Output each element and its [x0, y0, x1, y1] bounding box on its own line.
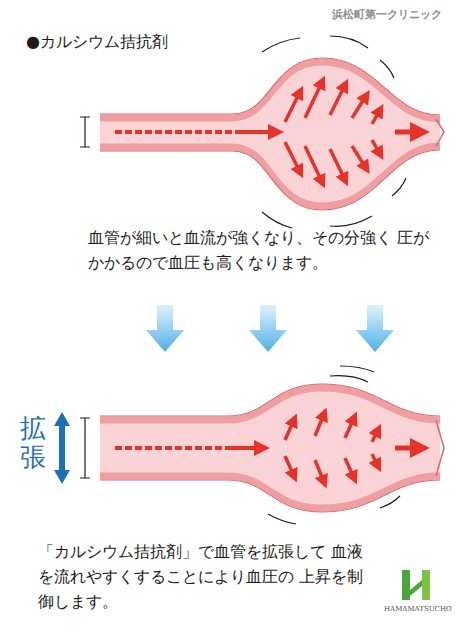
narrow-vessel: [80, 36, 444, 228]
explanation-text: 「カルシウム拮抗剤」で血管を拡張して 血液を流れやすくすることにより血圧の 上昇…: [38, 540, 378, 614]
diagram-title: ●カルシウム拮抗剤: [26, 30, 168, 55]
dilation-label: 拡張: [20, 414, 46, 471]
explanation-text: 血管が細いと血流が強くなり、その分強く 圧がかかるので血圧も高くなります。: [88, 226, 438, 276]
logo-text: HAMAMATSUCHO: [384, 604, 452, 615]
transition-arrow: [146, 305, 394, 352]
dilated-vessel: [54, 366, 444, 524]
clinic-logo: [402, 570, 430, 600]
watermark: 浜松町第一クリニック: [332, 6, 442, 23]
